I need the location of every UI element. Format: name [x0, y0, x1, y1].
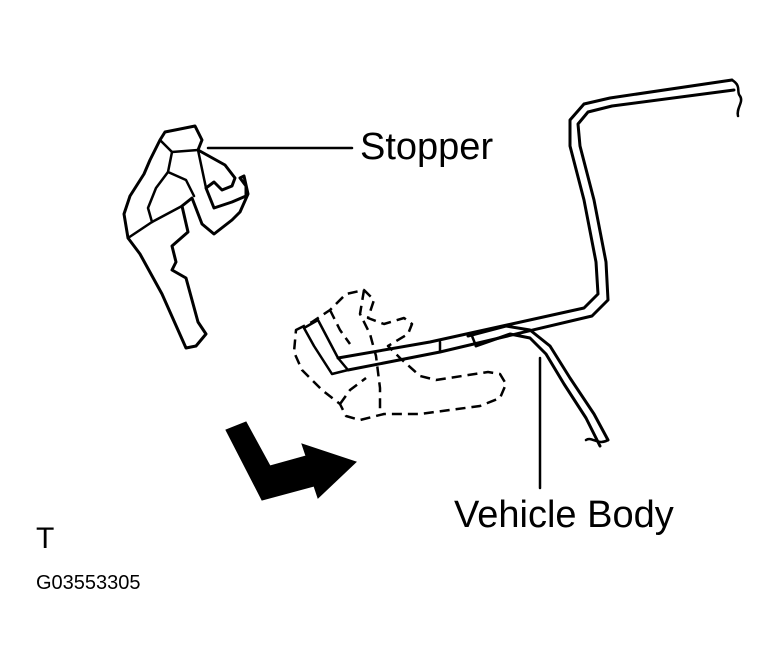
direction-arrow — [225, 421, 357, 501]
view-letter: T — [36, 522, 55, 555]
stopper-label: Stopper — [360, 126, 494, 168]
stopper-installed-outline — [292, 288, 508, 422]
vehicle-body-panel — [302, 78, 743, 448]
figure-code: G03553305 — [36, 572, 141, 594]
stopper-clip — [122, 124, 250, 350]
vehicle-body-label: Vehicle Body — [454, 494, 674, 536]
